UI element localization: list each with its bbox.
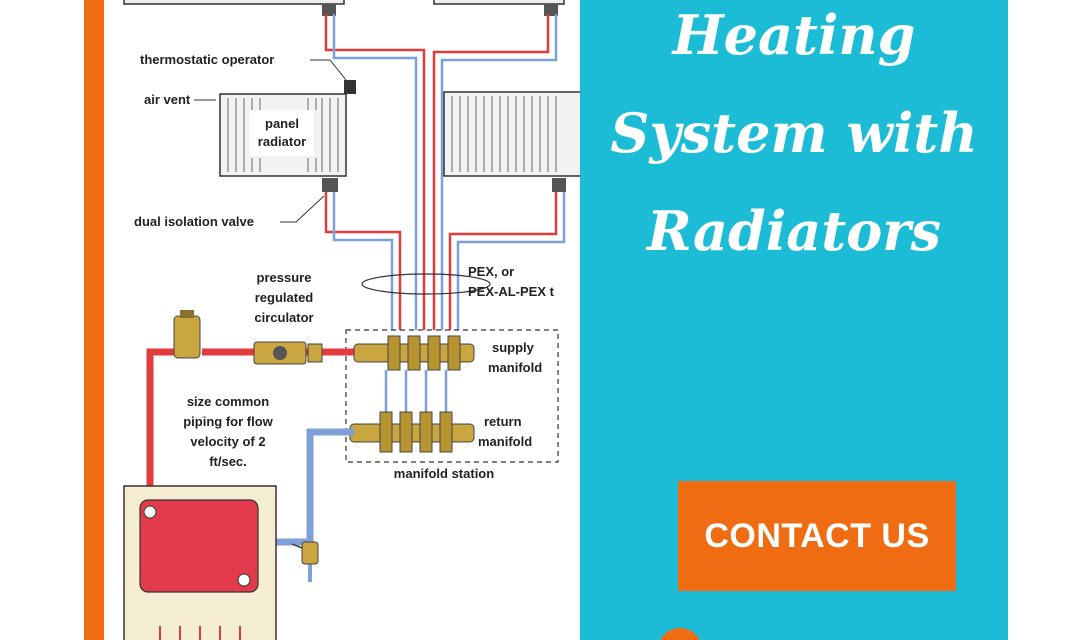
heating-diagram: thermostatic operator air vent panel rad… bbox=[104, 0, 580, 640]
return-pipe-1 bbox=[332, 14, 418, 330]
leader-isolation-valve bbox=[280, 195, 325, 223]
label-radiator: radiator bbox=[258, 134, 306, 149]
supply-manifold-ports bbox=[387, 335, 461, 371]
supply-pipe-3 bbox=[324, 192, 402, 330]
title-line-3: Radiators bbox=[646, 199, 942, 263]
top-right-radiator bbox=[433, 0, 565, 5]
info-panel: Heating System with Radiators CONTACT US bbox=[580, 0, 1008, 640]
label-thermostatic-operator: thermostatic operator bbox=[140, 52, 274, 67]
label-circulator-1: pressure bbox=[257, 270, 312, 285]
leader-thermostatic bbox=[310, 59, 347, 81]
label-sizing-3: velocity of 2 bbox=[190, 434, 265, 449]
top-left-valve bbox=[322, 4, 336, 16]
label-circulator-2: regulated bbox=[255, 290, 314, 305]
label-sizing-2: piping for flow bbox=[183, 414, 273, 429]
chat-bubble-icon[interactable] bbox=[658, 628, 702, 640]
air-separator bbox=[173, 315, 201, 359]
label-dual-isolation-valve: dual isolation valve bbox=[134, 214, 254, 229]
label-sizing-4: ft/sec. bbox=[209, 454, 247, 469]
manifold-station-box bbox=[345, 329, 559, 463]
label-manifold-station: manifold station bbox=[394, 466, 494, 481]
label-air-vent: air vent bbox=[144, 92, 191, 107]
label-return: return bbox=[484, 414, 522, 429]
return-manifold-ports bbox=[379, 411, 453, 453]
return-main-pipe bbox=[244, 428, 354, 546]
return-pipe-4 bbox=[456, 192, 566, 330]
boiler-return-port bbox=[237, 573, 251, 587]
title-line-2: System with bbox=[610, 101, 978, 165]
air-separator-cap bbox=[180, 310, 194, 318]
boiler-supply-port bbox=[143, 505, 157, 519]
heating-diagram-svg: thermostatic operator air vent panel rad… bbox=[123, 0, 580, 640]
label-circulator-3: circulator bbox=[254, 310, 313, 325]
orange-accent-strip bbox=[84, 0, 104, 640]
label-pex-2: PEX-AL-PEX t bbox=[468, 284, 555, 299]
label-pex-1: PEX, or bbox=[468, 264, 514, 279]
label-sizing-1: size common bbox=[187, 394, 269, 409]
drain-valve-handle bbox=[291, 543, 303, 549]
circulator-flange bbox=[307, 343, 323, 363]
return-pipe-3 bbox=[332, 192, 394, 330]
radiator-label-bg bbox=[250, 110, 314, 156]
supply-pipe-2 bbox=[432, 14, 550, 330]
radiator-fins-left bbox=[227, 98, 339, 172]
top-left-radiator bbox=[123, 0, 345, 5]
radiator-fins-right bbox=[451, 96, 557, 172]
return-pipe-2 bbox=[440, 14, 558, 330]
label-supply-manifold: manifold bbox=[488, 360, 542, 375]
dual-isolation-valve-left bbox=[322, 178, 338, 192]
return-drops bbox=[384, 370, 448, 412]
dual-isolation-valve-right bbox=[552, 178, 566, 192]
supply-pipe-1 bbox=[324, 14, 426, 330]
supply-pipe-4 bbox=[448, 192, 558, 330]
top-right-valve bbox=[544, 4, 558, 16]
drain-valve bbox=[301, 541, 319, 565]
label-supply: supply bbox=[492, 340, 535, 355]
label-panel: panel bbox=[265, 116, 299, 131]
label-return-manifold: manifold bbox=[478, 434, 532, 449]
contact-us-button[interactable]: CONTACT US bbox=[678, 481, 956, 591]
circulator-motor bbox=[273, 346, 287, 360]
thermostatic-operator-icon bbox=[344, 80, 356, 94]
boiler-heat-exchanger bbox=[139, 499, 259, 593]
pex-bundle-ring bbox=[361, 273, 491, 295]
page-title: Heating System with Radiators bbox=[580, 0, 1008, 280]
burner-flames bbox=[159, 626, 241, 640]
title-line-1: Heating bbox=[672, 3, 916, 67]
panel-radiator-right bbox=[443, 91, 580, 177]
